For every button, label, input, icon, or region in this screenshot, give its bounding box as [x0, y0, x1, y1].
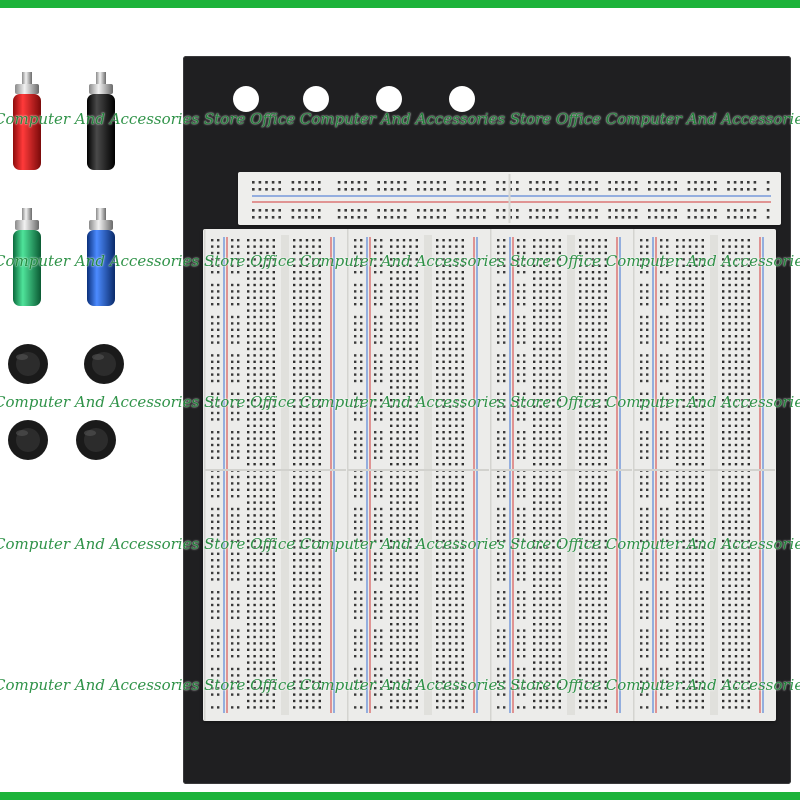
breadboard-hole-grid	[204, 229, 775, 721]
black-binding-post-icon	[87, 72, 115, 170]
rubber-foot-icon	[8, 420, 48, 460]
rubber-foot-icon	[76, 420, 116, 460]
top-frame-border	[0, 0, 800, 8]
rubber-foot-icon	[84, 344, 124, 384]
mounting-hole	[233, 86, 259, 112]
blue-binding-post-icon	[87, 208, 115, 306]
bottom-frame-border	[0, 792, 800, 800]
top-rail-holes	[252, 174, 771, 223]
red-binding-post-icon	[13, 72, 41, 170]
mounting-hole	[376, 86, 402, 112]
top-power-rail-strip	[238, 172, 781, 225]
solderless-breadboard	[203, 229, 776, 721]
rubber-foot-icon	[8, 344, 48, 384]
green-binding-post-icon	[13, 208, 41, 306]
mounting-hole	[449, 86, 475, 112]
mounting-hole	[303, 86, 329, 112]
